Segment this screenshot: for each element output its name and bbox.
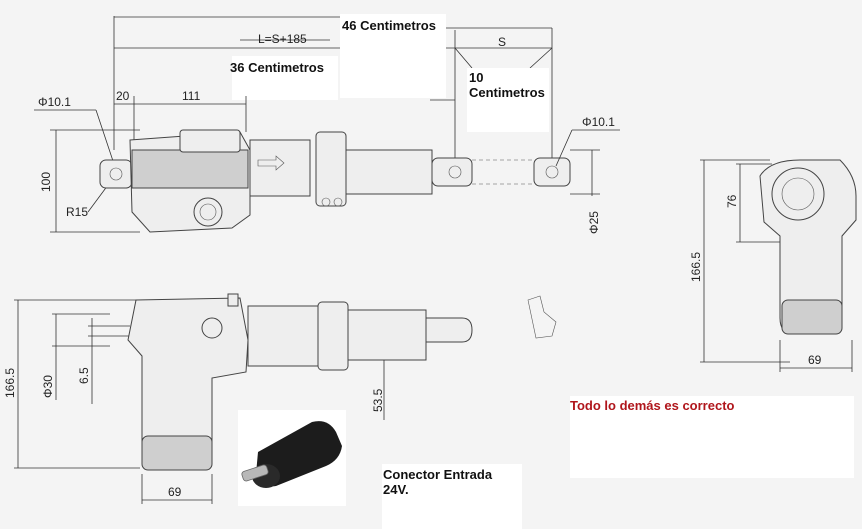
end-tube-inner bbox=[781, 177, 815, 211]
rear-hole bbox=[109, 167, 123, 181]
front-hole-extended bbox=[545, 165, 559, 179]
end-view: 166.5 76 69 bbox=[689, 159, 857, 372]
clamp-ring bbox=[315, 131, 347, 207]
connector-pin bbox=[241, 464, 269, 482]
front-inner-tube bbox=[347, 309, 427, 361]
rod-extended-end bbox=[533, 157, 571, 187]
front-tab bbox=[227, 293, 239, 307]
direction-arrow bbox=[257, 155, 285, 171]
hole-left-label: Φ10.1 bbox=[38, 95, 71, 109]
total-length-note: 46 Centimetros bbox=[342, 18, 436, 33]
front-hole-retracted bbox=[448, 165, 462, 179]
arrow-note-left bbox=[454, 47, 473, 69]
gear-knob-inner bbox=[199, 203, 217, 221]
end-motor-cap bbox=[781, 299, 843, 335]
arrow-note-right bbox=[529, 47, 553, 69]
retracted-note-box bbox=[232, 56, 338, 100]
radius-label: R15 bbox=[66, 205, 88, 219]
inner-tube bbox=[345, 149, 433, 195]
dim-69-right: 69 bbox=[808, 353, 822, 367]
stroke-label: S bbox=[498, 35, 506, 49]
dim-69-bottom: 69 bbox=[168, 485, 182, 499]
dim-100: 100 bbox=[39, 172, 53, 192]
dim-30: Φ30 bbox=[41, 375, 55, 398]
dim-53-5: 53.5 bbox=[371, 388, 385, 412]
dim-76: 76 bbox=[725, 194, 739, 208]
rear-clevis bbox=[99, 159, 133, 189]
top-view: 46 Centimetros L=S+185 S 36 Centimetros … bbox=[34, 14, 620, 234]
stroke-note-line2: Centimetros bbox=[469, 85, 545, 100]
dim-166-right: 166.5 bbox=[689, 252, 703, 282]
stroke-note-box bbox=[467, 68, 549, 132]
connector-caption-line2: 24V. bbox=[383, 482, 409, 497]
connector-caption-box bbox=[382, 464, 522, 529]
hole-right-label: Φ10.1 bbox=[582, 115, 615, 129]
front-gear-knob bbox=[201, 317, 223, 339]
front-clamp bbox=[317, 301, 349, 371]
front-rod-end bbox=[425, 317, 473, 343]
radius-leader bbox=[87, 184, 109, 213]
rest-correct-note: Todo lo demás es correcto bbox=[570, 398, 735, 413]
formula-label: L=S+185 bbox=[258, 32, 307, 46]
front-view: 166.5 Φ30 6.5 53.5 69 bbox=[3, 293, 473, 504]
end-tube-outer bbox=[771, 167, 825, 221]
connector-caption-line1: Conector Entrada bbox=[383, 467, 493, 482]
outer-tube bbox=[249, 139, 311, 197]
stray-mark bbox=[527, 295, 557, 339]
gear-knob bbox=[193, 197, 223, 227]
dim-6-5: 6.5 bbox=[77, 367, 91, 384]
total-note-box bbox=[340, 14, 446, 98]
dim-166-left: 166.5 bbox=[3, 368, 17, 398]
dim-111: 111 bbox=[182, 89, 201, 103]
clamp-screw-1 bbox=[321, 197, 331, 207]
front-outer-tube bbox=[247, 305, 319, 367]
dim-20: 20 bbox=[116, 89, 130, 103]
housing-cap bbox=[179, 129, 241, 153]
dim-25: Φ25 bbox=[587, 211, 601, 234]
clamp-screw-2 bbox=[333, 197, 343, 207]
hole-right-leader2 bbox=[555, 129, 573, 167]
rest-correct-box bbox=[570, 396, 854, 478]
retracted-length-note: 36 Centimetros bbox=[230, 60, 324, 75]
front-motor-cap bbox=[141, 435, 213, 471]
rod-retracted-end bbox=[431, 157, 473, 187]
gear-box bbox=[131, 149, 249, 189]
stroke-note-line1: 10 bbox=[469, 70, 483, 85]
connector-photo bbox=[238, 410, 346, 506]
